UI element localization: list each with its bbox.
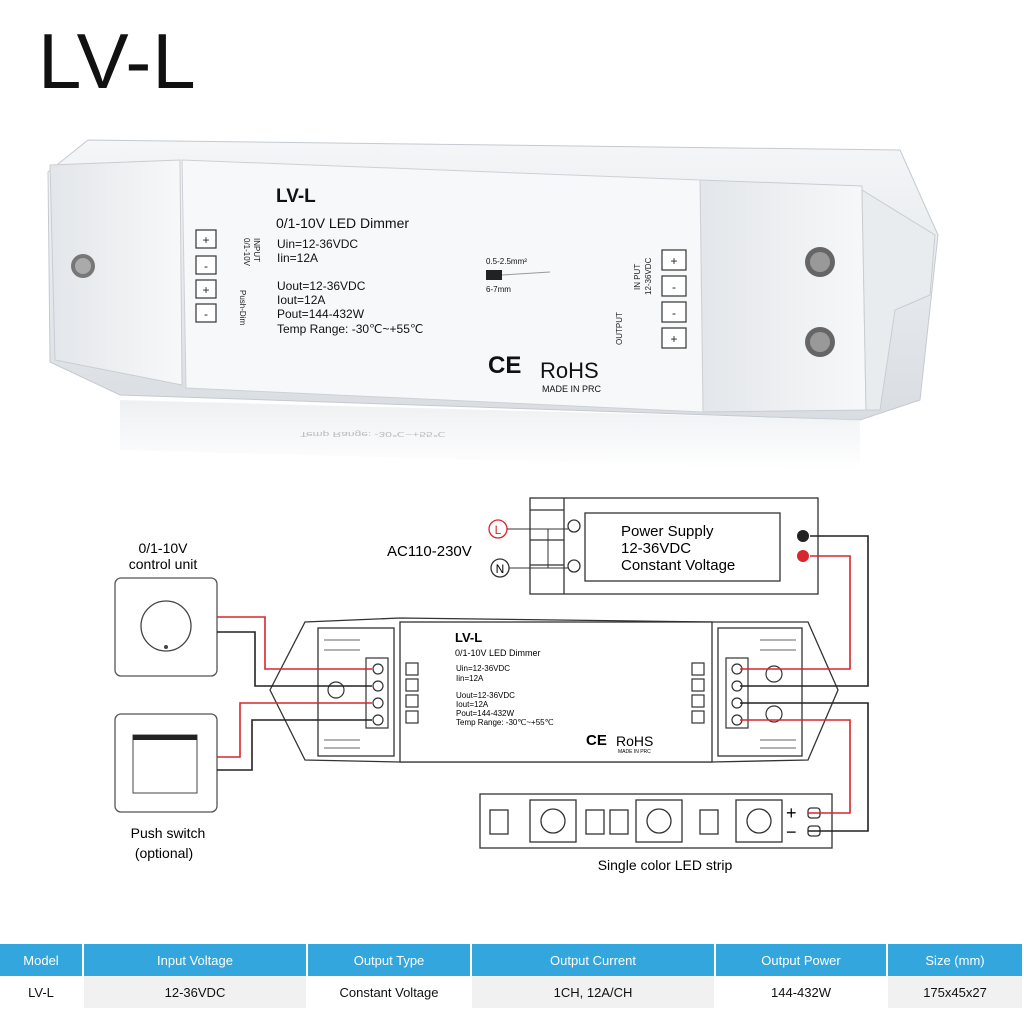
strip-minus: − (786, 822, 797, 842)
psu-voltage: 12-36VDC (621, 540, 691, 557)
table-header-model: Model (0, 944, 84, 976)
control-unit-label-1: 0/1-10V (138, 540, 188, 556)
svg-text:+: + (670, 254, 677, 268)
diagram-uin: Uin=12-36VDC (456, 664, 510, 673)
svg-text:-: - (204, 307, 208, 321)
dimmer-outline (269, 617, 839, 763)
diagram-iout: Iout=12A (456, 700, 489, 709)
push-switch-label-1: Push switch (131, 825, 206, 841)
control-unit-label-2: control unit (129, 556, 198, 572)
ce-mark: CE (488, 352, 521, 379)
psu-type: Constant Voltage (621, 557, 735, 574)
spec-iin: Iin=12A (277, 251, 318, 265)
strip-plus: + (786, 803, 797, 823)
push-dim-label: Push-Dim (238, 290, 247, 325)
table-header-output-type: Output Type (307, 944, 472, 976)
diagram-subtitle: 0/1-10V LED Dimmer (455, 648, 541, 658)
input-label: INPUT (252, 238, 261, 262)
ac-label: AC110-230V (387, 543, 472, 560)
in-put-voltage: 12-36VDC (644, 257, 653, 295)
table-cell: Constant Voltage (307, 976, 472, 1008)
table-header-size: Size (mm) (887, 944, 1024, 976)
psu-negative-terminal (797, 530, 809, 542)
table-cell: LV-L (0, 976, 84, 1008)
wire-gauge: 0.5-2.5mm² (486, 257, 527, 266)
table-header-input-voltage: Input Voltage (83, 944, 308, 976)
push-switch-label-2: (optional) (135, 845, 193, 861)
screw-icon (71, 247, 835, 357)
table-header-output-current: Output Current (471, 944, 716, 976)
table-row: LV-L 12-36VDC Constant Voltage 1CH, 12A/… (0, 976, 1024, 1008)
spec-iout: Iout=12A (277, 293, 325, 307)
led-strip (479, 793, 833, 849)
diagram-pout: Pout=144-432W (456, 709, 514, 718)
spec-temp: Temp Range: -30℃~+55℃ (277, 322, 423, 336)
svg-text:+: + (670, 332, 677, 346)
l-terminal-icon: L (488, 519, 508, 539)
diagram-iin: Iin=12A (456, 674, 484, 683)
table-cell: 144-432W (715, 976, 888, 1008)
svg-text:+: + (202, 283, 209, 297)
led-strip-label: Single color LED strip (598, 857, 733, 873)
power-supply (529, 497, 819, 595)
table-cell: 175x45x27 (887, 976, 1024, 1008)
output-label: OUTPUT (615, 312, 624, 345)
psu-title: Power Supply (621, 523, 714, 540)
diagram-uout: Uout=12-36VDC (456, 691, 515, 700)
table-header-output-power: Output Power (715, 944, 888, 976)
in-put-label: IN PUT (633, 264, 642, 290)
spec-table: Model Input Voltage Output Type Output C… (0, 944, 1024, 1008)
psu-positive-terminal (797, 550, 809, 562)
spec-uin: Uin=12-36VDC (277, 237, 358, 251)
svg-text:-: - (672, 280, 676, 294)
table-cell: 12-36VDC (83, 976, 308, 1008)
table-cell: 1CH, 12A/CH (471, 976, 716, 1008)
spec-uout: Uout=12-36VDC (277, 279, 366, 293)
device-subtitle: 0/1-10V LED Dimmer (276, 215, 409, 231)
strip-length: 6-7mm (486, 285, 511, 294)
diagram-made-in: MADE IN PRC (618, 749, 651, 755)
svg-text:N: N (496, 562, 505, 576)
spec-pout: Pout=144-432W (277, 307, 365, 321)
label-plate (181, 159, 704, 413)
diagram-temp: Temp Range: -30℃~+55℃ (456, 718, 554, 727)
input-type-label: 0/1-10V (242, 238, 251, 267)
n-terminal-icon: N (490, 558, 510, 578)
svg-text:+: + (202, 233, 209, 247)
reflection-text: Temp Range: -30℃~+55℃ (300, 430, 446, 438)
svg-text:-: - (672, 306, 676, 320)
svg-text:-: - (204, 259, 208, 273)
diagram-model: LV-L (455, 630, 482, 645)
svg-text:L: L (495, 523, 502, 537)
left-end-cap (49, 159, 183, 386)
wire-icon (486, 270, 502, 280)
made-in: MADE IN PRC (542, 384, 602, 394)
diagram-ce: CE (586, 732, 607, 749)
diagram-rohs: RoHS (616, 733, 653, 749)
device-model: LV-L (276, 186, 316, 207)
page-title: LV-L (38, 17, 197, 105)
dimmer-knob-icon (140, 600, 192, 652)
rohs-mark: RoHS (540, 358, 599, 383)
